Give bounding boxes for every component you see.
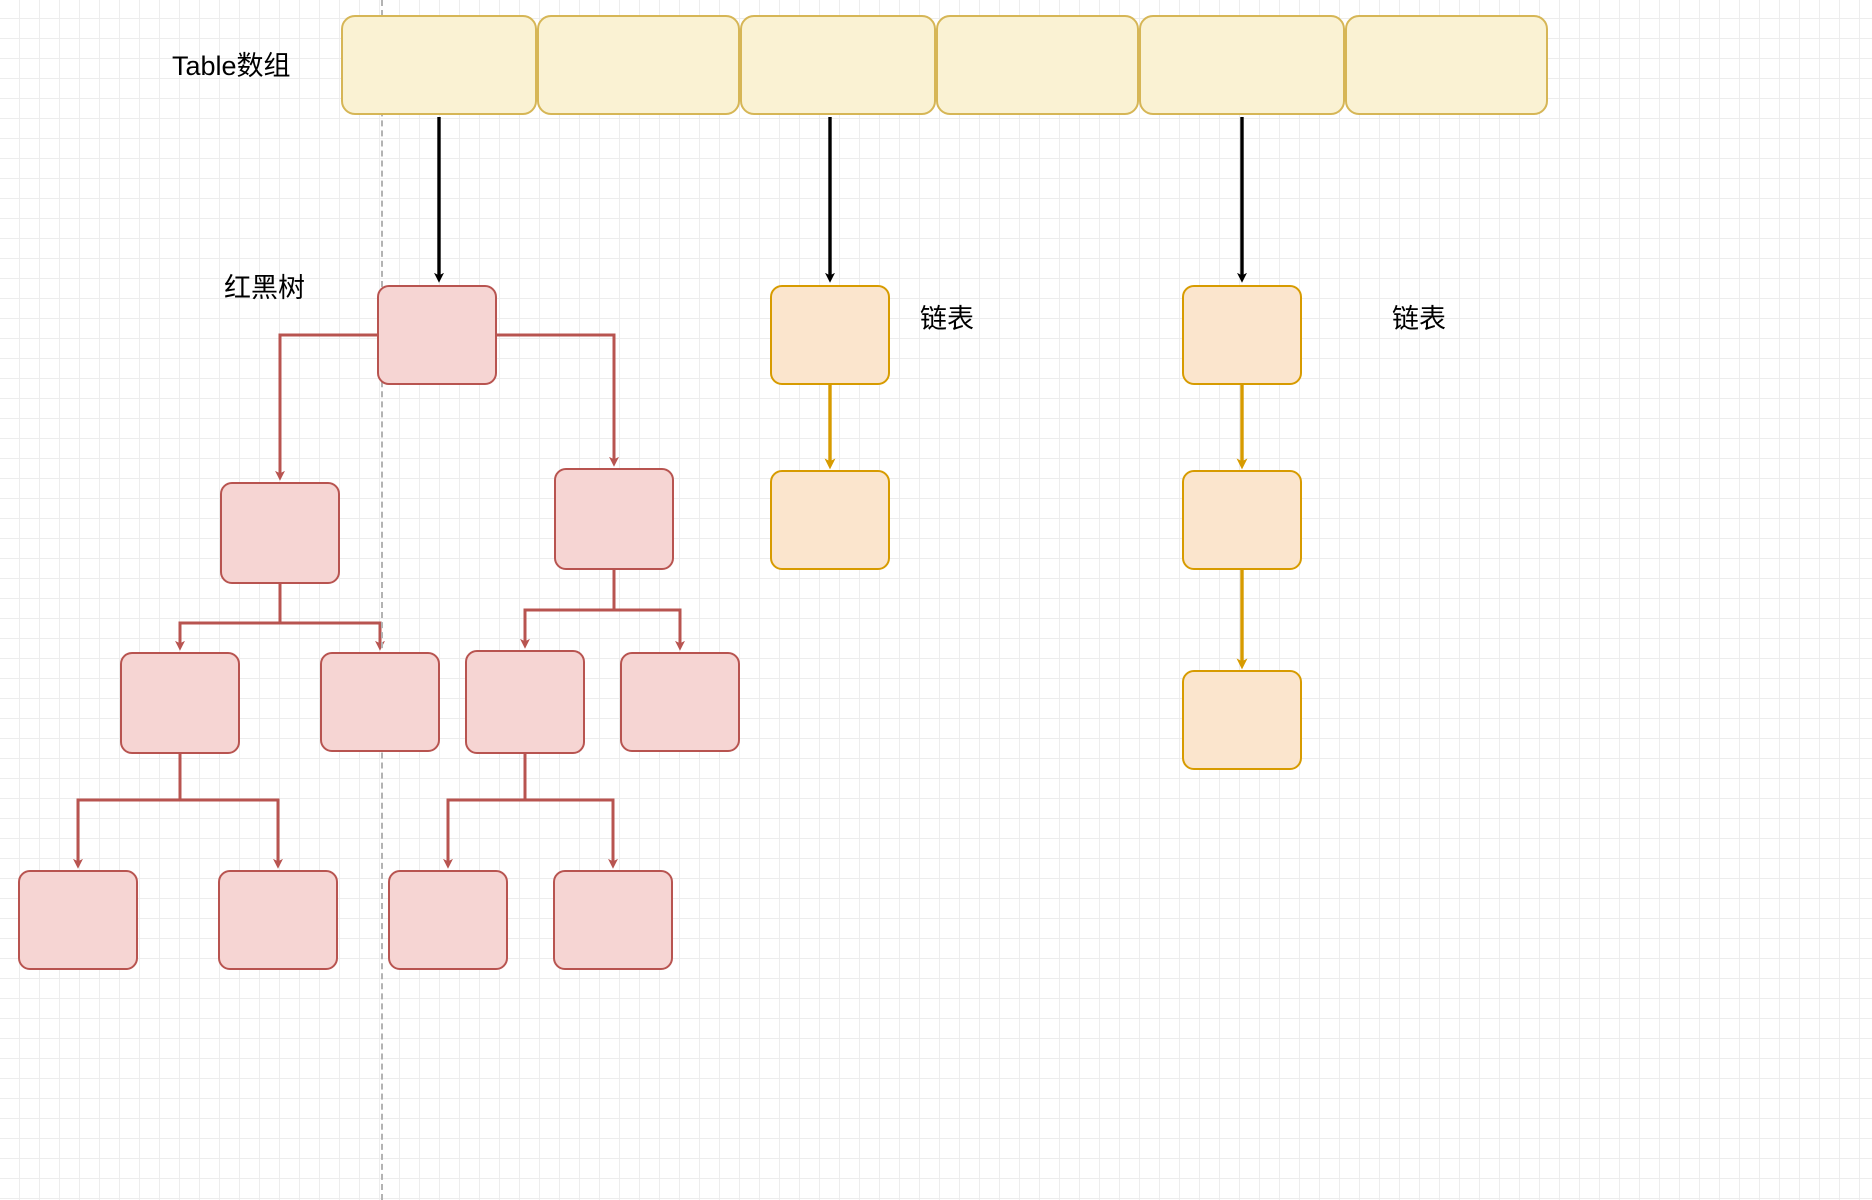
tree-node-l3-a[interactable] [18, 870, 138, 970]
list-node-right-2[interactable] [1182, 670, 1302, 770]
tree-node-l2-d[interactable] [620, 652, 740, 752]
tree-node-l2-a[interactable] [120, 652, 240, 754]
page-break-line [381, 0, 383, 1200]
tree-node-l3-d[interactable] [553, 870, 673, 970]
list-node-middle-0[interactable] [770, 285, 890, 385]
tree-node-l2-b[interactable] [320, 652, 440, 752]
tree-node-l1-left[interactable] [220, 482, 340, 584]
red-black-tree-label: 红黑树 [224, 273, 305, 303]
list-node-right-1[interactable] [1182, 470, 1302, 570]
table-cell-0[interactable] [341, 15, 537, 115]
table-cell-5[interactable] [1345, 15, 1548, 115]
linked-list-label-middle: 链表 [920, 304, 974, 334]
table-cell-1[interactable] [537, 15, 740, 115]
list-node-right-0[interactable] [1182, 285, 1302, 385]
linked-list-label-right: 链表 [1392, 304, 1446, 334]
tree-connectors [73, 333, 685, 869]
tree-node-l3-c[interactable] [388, 870, 508, 970]
table-pointer-arrows [434, 117, 1247, 283]
table-cell-2[interactable] [740, 15, 936, 115]
table-cell-3[interactable] [936, 15, 1139, 115]
tree-node-root[interactable] [377, 285, 497, 385]
table-array-label: Table数组 [172, 51, 291, 81]
tree-node-l3-b[interactable] [218, 870, 338, 970]
table-cell-4[interactable] [1139, 15, 1345, 115]
tree-node-l1-right[interactable] [554, 468, 674, 570]
list-connectors [824, 385, 1248, 670]
list-node-middle-1[interactable] [770, 470, 890, 570]
tree-node-l2-c[interactable] [465, 650, 585, 754]
